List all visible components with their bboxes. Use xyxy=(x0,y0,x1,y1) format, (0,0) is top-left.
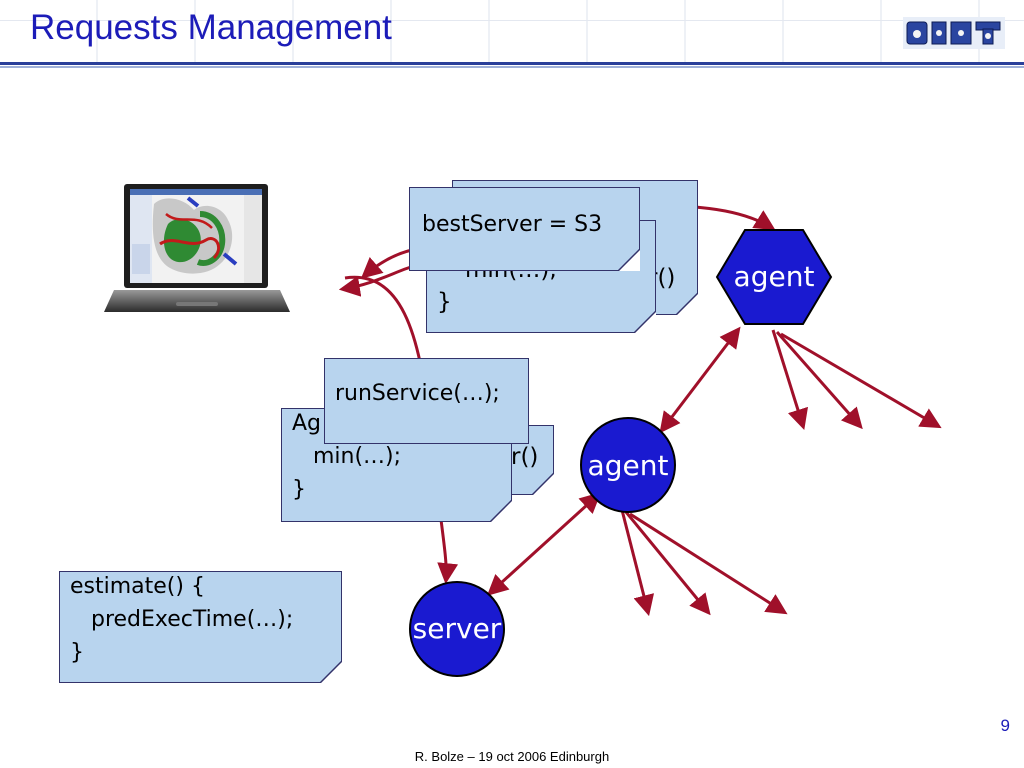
header-rule-secondary xyxy=(0,66,1024,68)
note-run-service: runService(…); xyxy=(324,358,529,444)
fanout-arrow-5 xyxy=(624,511,711,616)
run-service-text: runService(…); xyxy=(335,381,500,406)
laptop-illustration xyxy=(104,184,290,312)
slide-title: Requests Management xyxy=(30,8,392,47)
page-number: 9 xyxy=(1000,716,1010,735)
note-best-server: bestServer = S3 xyxy=(409,187,640,271)
server-label: server xyxy=(412,612,502,645)
best-server-text: bestServer = S3 xyxy=(422,212,603,237)
fanout-arrow-3 xyxy=(780,332,942,429)
agent-link-arrow xyxy=(659,326,741,434)
fanout-arrow-1 xyxy=(771,329,809,431)
page-fold-icon xyxy=(320,661,342,683)
server-circle-node xyxy=(409,581,505,677)
estimate-line3: } xyxy=(70,640,84,665)
note-mid-middle-line3: } xyxy=(292,477,306,502)
page-fold-icon xyxy=(532,473,554,495)
fanout-arrow-4 xyxy=(620,509,655,617)
page-fold-icon xyxy=(618,249,640,271)
fanout-arrow-6 xyxy=(629,512,788,615)
page-fold-icon xyxy=(634,311,656,333)
header-rule xyxy=(0,62,1024,65)
note-mid-back-text: r() xyxy=(511,444,539,470)
server-link-arrow xyxy=(486,492,602,596)
estimate-line1: estimate() { xyxy=(70,574,205,599)
fanout-arrow-2 xyxy=(775,331,863,430)
top-agent-label: agent xyxy=(733,260,815,293)
mid-agent-label: agent xyxy=(587,449,669,482)
agent-circle-node xyxy=(580,417,676,513)
note-estimate: estimate() { predExecTime(…); } xyxy=(59,571,342,683)
page-fold-icon xyxy=(490,500,512,522)
note-top-middle-line3: } xyxy=(437,289,452,315)
slide-header xyxy=(0,0,1024,62)
agent-hexagon-node xyxy=(715,229,833,325)
note-mid-middle-line2: min(…); xyxy=(292,444,402,469)
page-fold-icon xyxy=(676,293,698,315)
estimate-line2: predExecTime(…); xyxy=(70,607,294,632)
diet-logo xyxy=(903,17,1005,49)
slide-footer: R. Bolze – 19 oct 2006 Edinburgh xyxy=(414,749,610,764)
note-mid-middle-line1: Ag xyxy=(292,411,322,436)
